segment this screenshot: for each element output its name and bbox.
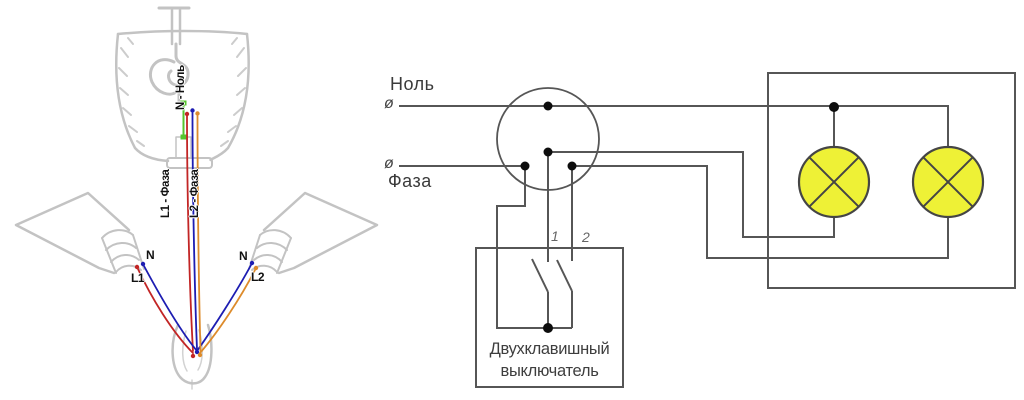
wiring-schematic <box>399 72 1016 388</box>
junction-dot-neutral <box>543 101 553 111</box>
lamp2-phase-line <box>572 165 949 259</box>
switch-blade-2 <box>556 259 573 292</box>
hanger-hook-icon <box>149 6 191 104</box>
wire-red-l1 <box>134 111 196 359</box>
neutral-wire-green <box>180 100 187 140</box>
junction-dot-lamp1 <box>543 147 553 157</box>
switch-blade-1 <box>531 258 549 293</box>
switch-caption-line-2: выключатель <box>500 362 599 380</box>
neutral-label: Ноль <box>390 74 435 94</box>
switch-common-dot <box>543 323 553 333</box>
phase-label: Фаза <box>388 171 432 191</box>
lamp-icon-left <box>797 145 871 219</box>
lampbox-neutral-dot <box>829 102 839 112</box>
switch-box <box>475 247 624 388</box>
junction-dot-phase <box>520 161 530 171</box>
right-socket-phase-label: L2 <box>251 270 265 284</box>
left-socket-neutral-label: N <box>146 248 155 262</box>
phase-terminal-icon: ø <box>384 155 394 172</box>
switch-caption-line-1: Двухклавишный <box>489 340 610 358</box>
neutral-line <box>399 105 949 147</box>
switch-line-2-label: 2 <box>582 229 590 245</box>
neutral-terminal-icon: ø <box>384 95 394 112</box>
wire-label-neutral: N - Ноль <box>175 65 187 110</box>
lamp-icon-right <box>911 145 985 219</box>
lamp-fixture-box <box>767 72 1016 289</box>
phase-to-switch <box>496 166 572 329</box>
left-shade <box>14 191 145 275</box>
right-socket-neutral-label: N <box>239 249 248 263</box>
wire-label-l1: L1 - Фаза <box>160 169 172 218</box>
junction-dot-lamp2 <box>567 161 577 171</box>
wire-orange-l2 <box>195 111 259 358</box>
left-socket-phase-label: L1 <box>131 271 145 285</box>
wire-label-l2: L2 - Фаза <box>189 169 201 218</box>
right-shade <box>248 191 379 275</box>
switch-line-1-label: 1 <box>551 228 559 244</box>
connection-dots <box>520 101 839 333</box>
lamp1-phase-line <box>548 151 835 238</box>
chandelier-sketch <box>14 6 379 390</box>
wire-blue-neutral <box>140 108 255 355</box>
